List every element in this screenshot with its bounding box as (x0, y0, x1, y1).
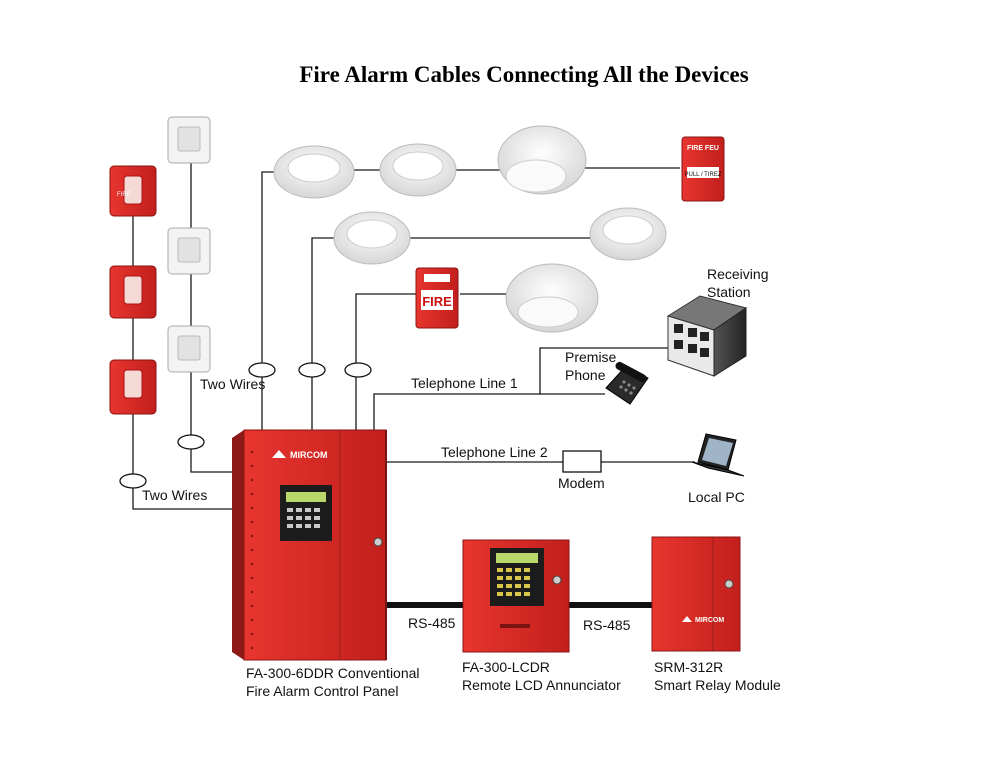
wire-marker (119, 473, 147, 489)
smart-relay-module: MIRCOM (651, 536, 741, 652)
pull-station: FIRE FEU PULL / TIREZ (681, 136, 725, 202)
relay-module-label-line1: SRM-312R (654, 659, 723, 675)
smoke-detector (379, 143, 457, 197)
diagram-title: Fire Alarm Cables Connecting All the Dev… (299, 62, 748, 87)
receiving-station-building (666, 295, 748, 377)
pull-station-fire-text: FIRE (422, 294, 452, 309)
local-pc-label: Local PC (688, 489, 745, 505)
wire-pair-markers (119, 362, 372, 489)
laptop-icon (691, 433, 745, 477)
strobe-text: FIRE (117, 192, 131, 198)
pull-station-handle-text: PULL / TIREZ (684, 172, 721, 178)
speaker (167, 227, 211, 275)
smoke-detector (333, 211, 411, 265)
horn-strobe (109, 265, 157, 319)
control-panel-label-line1: FA-300-6DDR Conventional (246, 665, 420, 681)
speaker (167, 116, 211, 164)
smoke-detector (589, 207, 667, 261)
receiving-station-label-line2: Station (707, 284, 751, 300)
premise-phone-label-line2: Phone (565, 367, 606, 383)
remote-lcd-annunciator (462, 539, 570, 653)
pull-station: FIRE (415, 267, 459, 329)
wire-marker (177, 434, 205, 450)
two-wires-label-upper: Two Wires (200, 376, 265, 392)
panel-brand-text: MIRCOM (290, 450, 328, 460)
horn-strobe (109, 359, 157, 415)
telephone-icon (605, 361, 649, 405)
speaker (167, 325, 211, 373)
wire-marker (344, 362, 372, 378)
annunciator-label-line1: FA-300-LCDR (462, 659, 550, 675)
heat-detector (497, 125, 587, 195)
pull-station-top-text: FIRE FEU (687, 145, 719, 152)
telephone-line-1-label: Telephone Line 1 (411, 375, 518, 391)
control-panel-label-line2: Fire Alarm Control Panel (246, 683, 399, 699)
relay-brand-text: MIRCOM (695, 617, 724, 624)
horn-strobe: FIRE (109, 165, 157, 217)
modem-label: Modem (558, 475, 605, 491)
premise-phone-label-line1: Premise (565, 349, 617, 365)
fire-alarm-control-panel: MIRCOM (232, 429, 387, 661)
wire-marker (248, 362, 276, 378)
rs485-label-1: RS-485 (408, 615, 456, 631)
heat-detector (505, 263, 599, 333)
two-wires-label-lower: Two Wires (142, 487, 207, 503)
smoke-detector (273, 145, 355, 199)
modem-box (562, 450, 602, 473)
wire-marker (298, 362, 326, 378)
annunciator-label-line2: Remote LCD Annunciator (462, 677, 621, 693)
receiving-station-label-line1: Receiving (707, 266, 768, 282)
rs485-label-2: RS-485 (583, 617, 631, 633)
telephone-line-2-label: Telephone Line 2 (441, 444, 548, 460)
relay-module-label-line2: Smart Relay Module (654, 677, 781, 693)
